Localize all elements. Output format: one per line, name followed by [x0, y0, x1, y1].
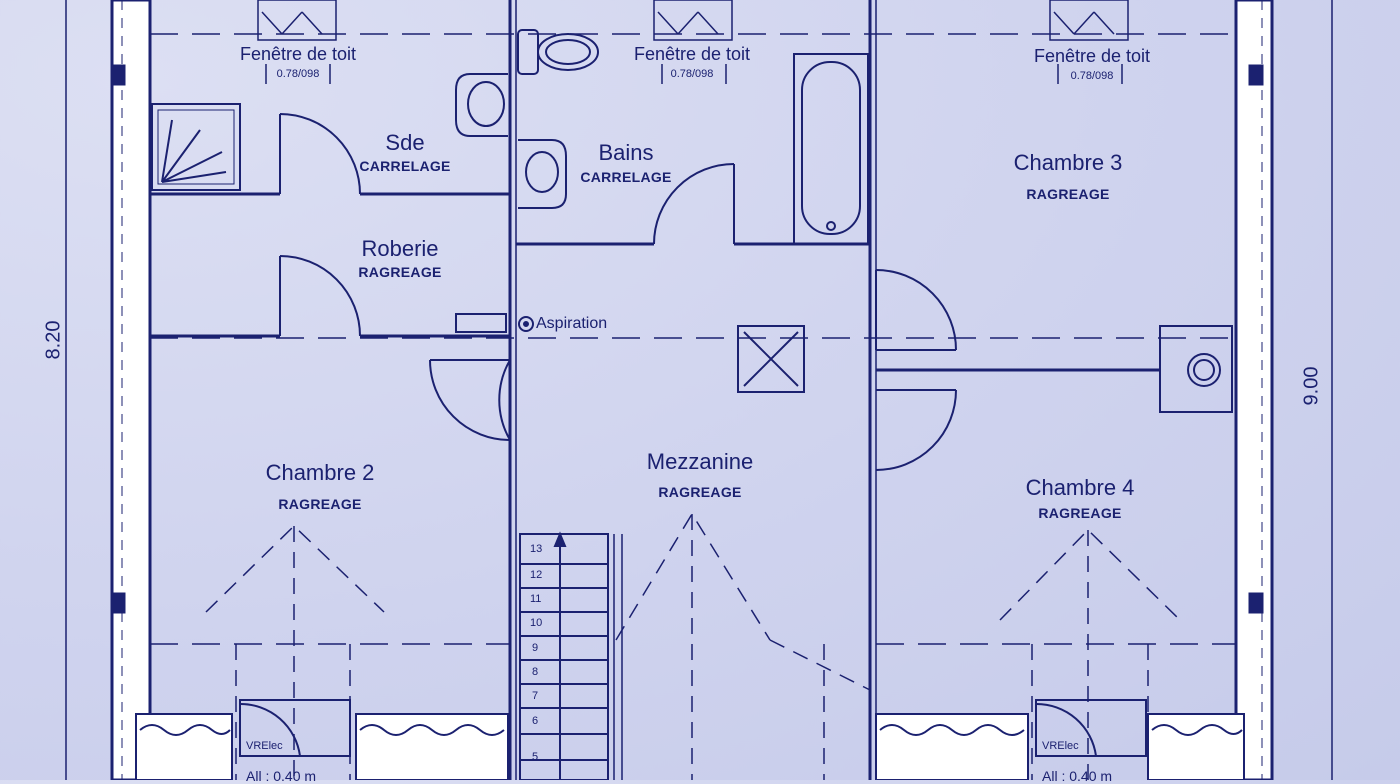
exterior-walls [110, 0, 1274, 780]
toilet-icon [517, 29, 599, 75]
room-name-sde: Sde [385, 130, 425, 155]
room-name-roberie: Roberie [361, 236, 439, 261]
room-name-chambre4: Chambre 4 [1025, 475, 1135, 500]
room-floor-bains: CARRELAGE [580, 169, 672, 185]
skylight-icon [737, 325, 805, 393]
chimney-icon [1159, 325, 1233, 413]
aspiration-icon [455, 313, 534, 333]
sink-icons [455, 73, 567, 209]
aspiration-label: Aspiration [536, 315, 608, 332]
room-floor-sde: CARRELAGE [359, 158, 451, 174]
roof-window-icons [257, 0, 1129, 84]
room-name-bains: Bains [598, 140, 654, 165]
stair-step-number: 13 [530, 543, 543, 555]
room-name-chambre3: Chambre 3 [1013, 150, 1123, 175]
room-name-mezzanine: Mezzanine [646, 449, 754, 474]
roof-window-label: Fenêtre de toit [633, 44, 751, 64]
stair-step-number: 9 [532, 642, 539, 654]
shower-icon [151, 103, 241, 191]
dimension-lines [65, 0, 1333, 780]
roof-window-label: Fenêtre de toit [1033, 46, 1151, 66]
stair-step-number: 12 [530, 569, 543, 581]
room-floor-chambre3: RAGREAGE [1026, 186, 1110, 202]
room-floor-chambre2: RAGREAGE [278, 496, 362, 512]
room-name-chambre2: Chambre 2 [265, 460, 375, 485]
doors [279, 113, 957, 471]
roof-window-size: 0.78/098 [276, 68, 320, 80]
room-floor-mezzanine: RAGREAGE [658, 484, 742, 500]
staircase [519, 531, 623, 780]
dimension-left: 8.20 [42, 320, 65, 360]
stair-step-number: 5 [532, 751, 539, 763]
window-wall-blocks [135, 699, 1245, 780]
vr-elec-label: VRElec [246, 740, 283, 752]
stair-step-number: 11 [530, 593, 542, 605]
sill-height-label: All : 0.40 m [1042, 768, 1113, 784]
stair-step-number: 8 [532, 666, 539, 678]
stair-step-number: 10 [530, 617, 543, 629]
room-floor-roberie: RAGREAGE [358, 264, 442, 280]
roof-slope-lines [205, 512, 1181, 780]
vr-elec-label: VRElec [1042, 740, 1079, 752]
roof-window-size: 0.78/098 [1070, 70, 1114, 82]
bathtub-icon [793, 53, 869, 245]
room-floor-chambre4: RAGREAGE [1038, 505, 1122, 521]
stair-step-number: 7 [532, 690, 539, 702]
eave-lines [150, 33, 1236, 645]
stair-step-number: 6 [532, 715, 539, 727]
roof-window-size: 0.78/098 [670, 68, 714, 80]
sill-height-label: All : 0.40 m [246, 768, 317, 784]
dimension-right: 9.00 [1300, 366, 1323, 406]
roof-window-label: Fenêtre de toit [239, 44, 357, 64]
